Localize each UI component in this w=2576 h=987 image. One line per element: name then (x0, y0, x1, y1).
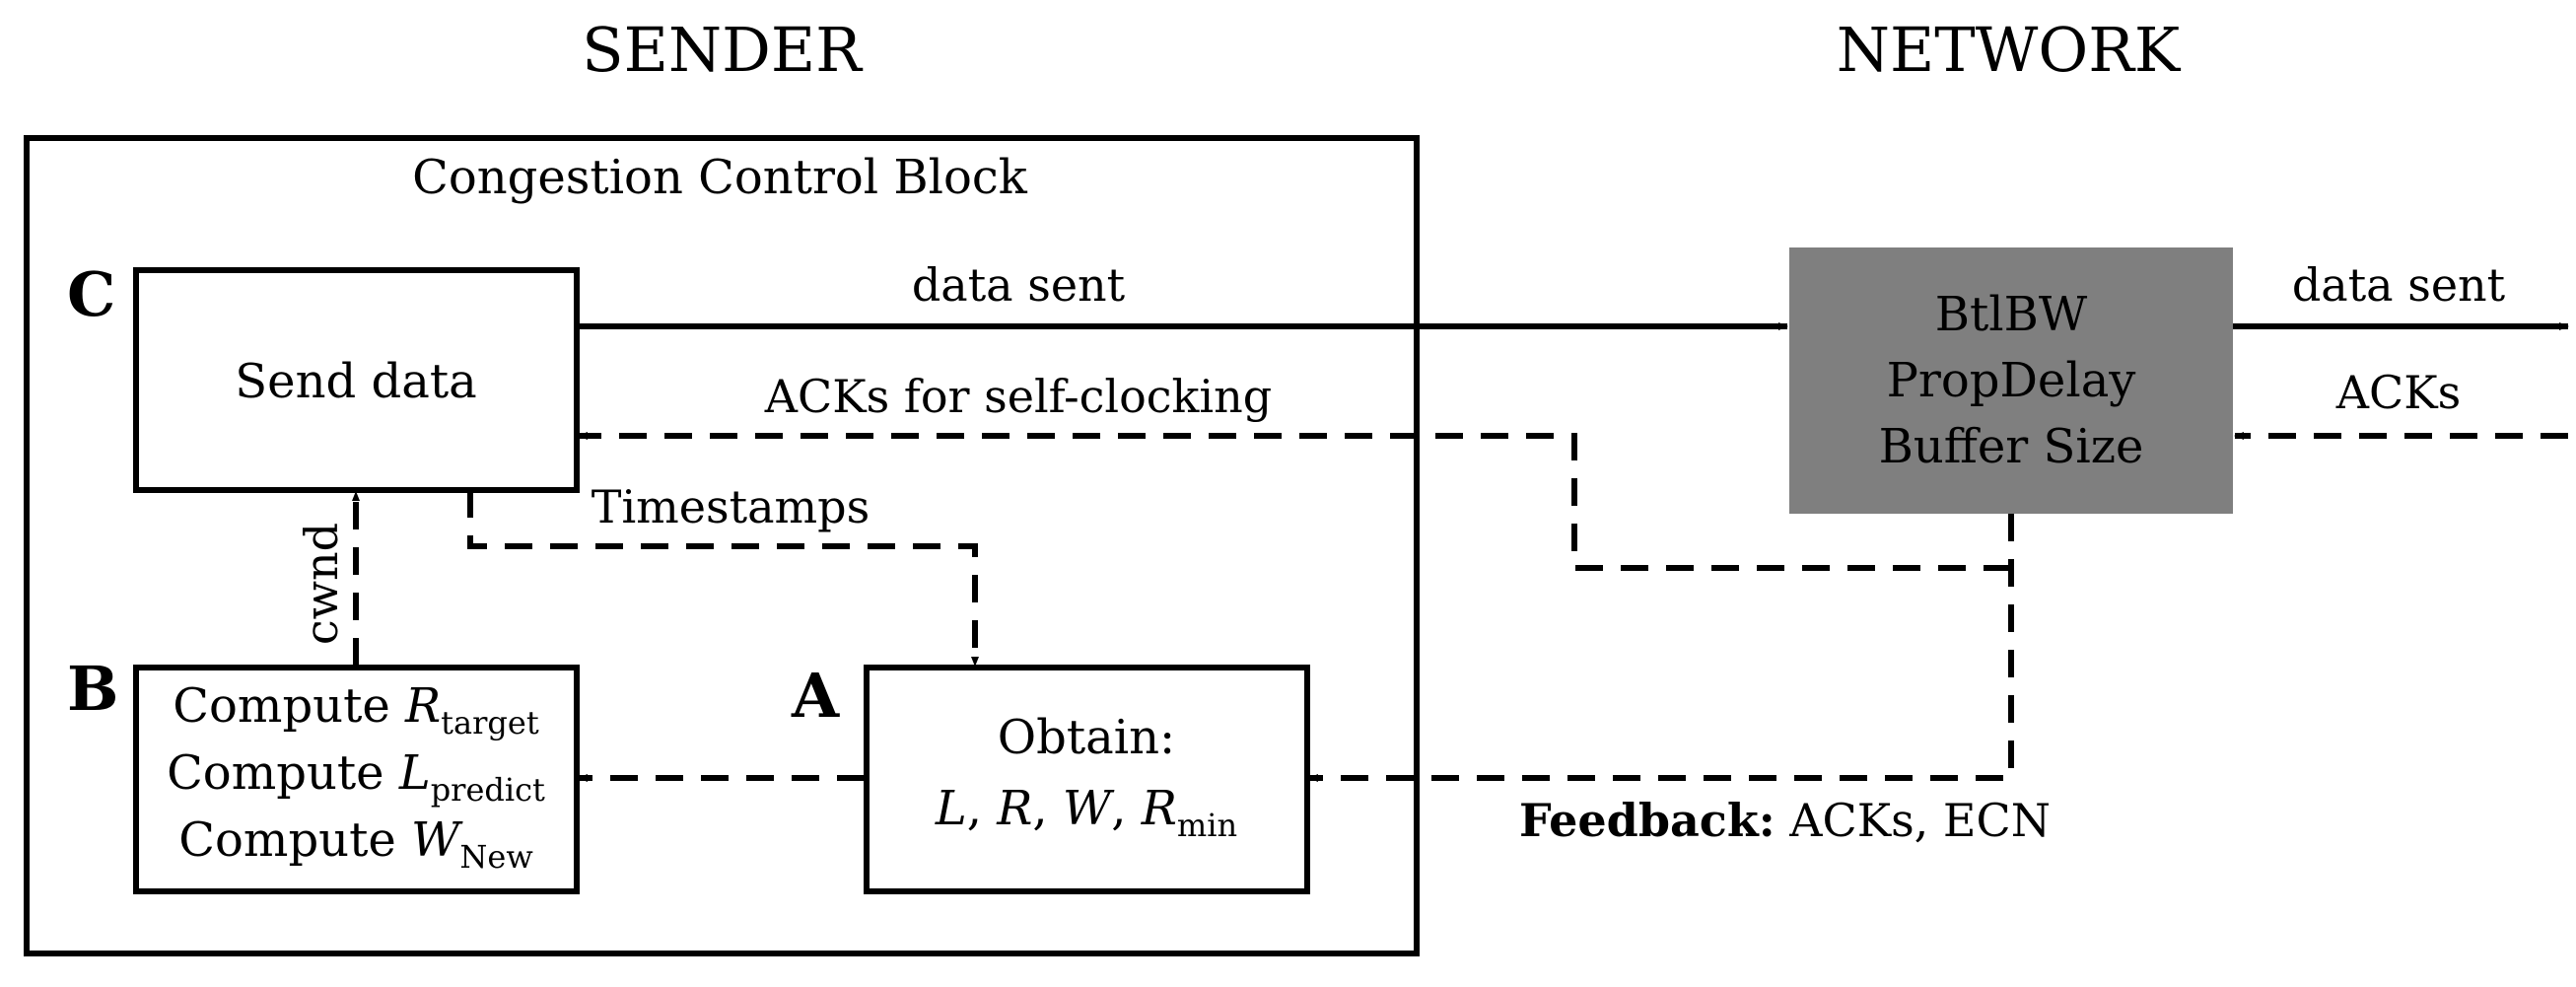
network-btlbw-label: BtlBW (1935, 287, 2088, 342)
feedback-arrow (1308, 514, 2014, 782)
data-sent-out-label: data sent (2292, 258, 2506, 312)
congestion-control-block (24, 135, 1420, 956)
acks-self-clocking-label: ACKs for self-clocking (764, 370, 1272, 423)
timestamps-label: Timestamps (592, 480, 870, 533)
feedback-label: Feedback: ACKs, ECN (1519, 794, 2051, 847)
send-data-label: Send data (235, 354, 476, 409)
block-b-letter: B (67, 653, 118, 725)
sender-title: SENDER (582, 14, 864, 86)
acks-in-label: ACKs (2335, 366, 2461, 419)
compute-l-predict-line: Compute Lpredict (167, 745, 545, 809)
network-bottleneck-box (1789, 247, 2233, 514)
cwnd-label: cwnd (295, 523, 348, 645)
compute-r-target-line: Compute Rtarget (173, 678, 539, 741)
compute-box (133, 665, 580, 894)
network-propdelay-label: PropDelay (1887, 353, 2136, 408)
obtain-box (864, 665, 1310, 894)
acks-self-clocking-arrow (578, 432, 2011, 571)
network-buffer-size-label: Buffer Size (1879, 419, 2144, 474)
obtain-title: Obtain: (998, 710, 1175, 765)
send-data-box (133, 267, 580, 493)
obtain-variables: L, R, W, Rmin (935, 781, 1237, 844)
network-title: NETWORK (1837, 14, 2182, 86)
compute-w-new-line: Compute WNew (178, 812, 532, 876)
data-sent-label: data sent (912, 258, 1126, 312)
block-a-letter: A (791, 660, 840, 732)
congestion-control-block-title: Congestion Control Block (412, 150, 1028, 205)
block-c-letter: C (67, 258, 115, 330)
